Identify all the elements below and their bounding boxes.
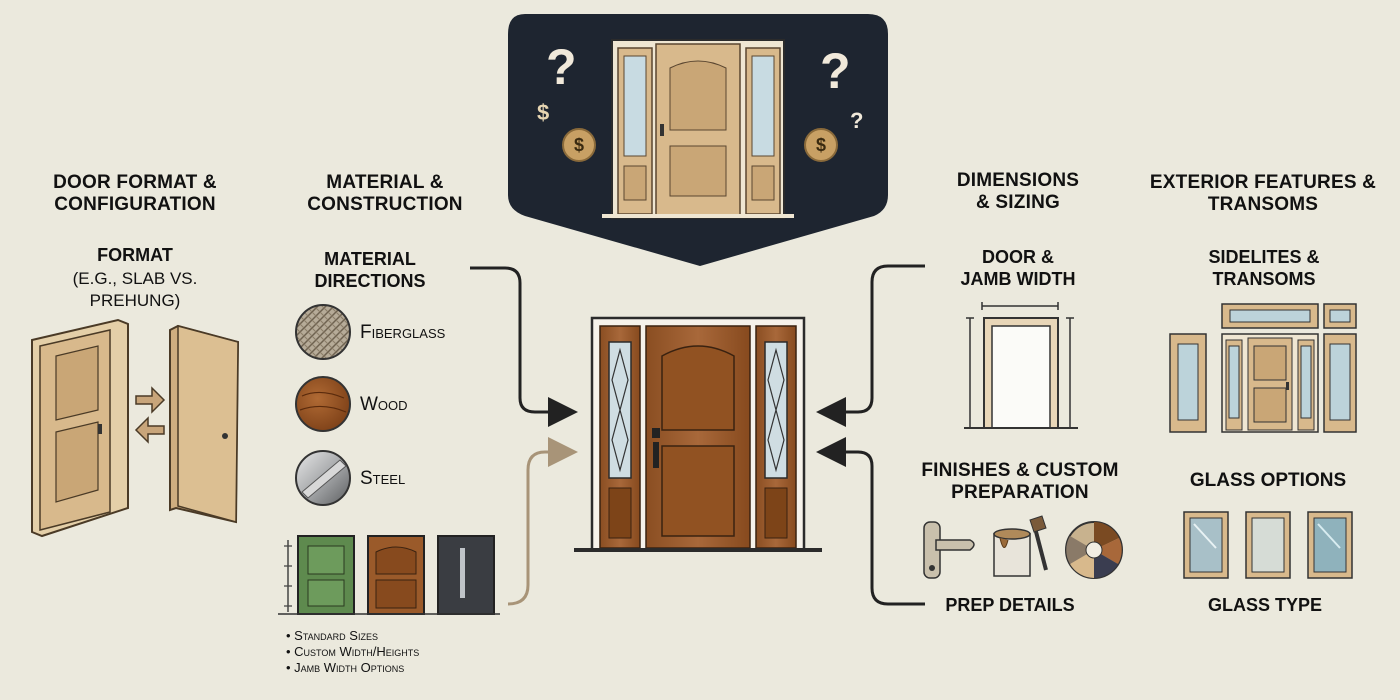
question-mark-icon: ? [820,43,851,99]
exterior-subtitle-line2: TRANSOMS [1212,269,1316,289]
glass-options-title: GLASS OPTIONS [1189,470,1347,491]
dimensions-subtitle-line2: JAMB WIDTH [960,269,1076,289]
glass-type-label: GLASS TYPE [1207,595,1323,615]
size-note-standard: • Standard Sizes [286,628,378,643]
format-subtitle: FORMAT [97,245,173,265]
exterior-title: EXTERIOR FEATURES & TRANSOMS [1138,172,1388,216]
finish-color-wheel-icon [1065,521,1123,579]
prep-details-label: PREP DETAILS [945,595,1075,615]
format-title: DOOR FORMAT & CONFIGURATION [30,172,240,216]
dimensions-subtitle-line1: DOOR & [982,247,1054,267]
dimensions-title-line2: & SIZING [976,192,1060,213]
format-title-line1: DOOR FORMAT & [53,172,217,193]
door-handle-icon [923,521,975,579]
format-title-line2: CONFIGURATION [54,194,216,215]
paint-can-icon [993,515,1048,577]
coin-icon: $ [562,128,596,162]
material-steel-label: Steel [360,468,406,489]
material-fiberglass-label: Fiberglass [360,322,446,343]
exterior-subtitle: SIDELITES & TRANSOMS [1174,246,1354,290]
material-subtitle-line1: MATERIAL [324,249,416,269]
exterior-title-line1: EXTERIOR FEATURES & [1149,172,1377,193]
dimensions-title: DIMENSIONS & SIZING [928,170,1108,214]
dimensions-title-line1: DIMENSIONS [956,170,1080,191]
size-note-custom: • Custom Width/Heights [286,644,420,659]
format-note-line1: (E.G., SLAB VS. [72,269,198,288]
banner-door [602,39,794,219]
material-title-line1: MATERIAL & [326,172,444,193]
material-title: MATERIAL & CONSTRUCTION [285,172,485,216]
exterior-title-line2: TRANSOMS [1207,194,1319,215]
finishes-title-line2: PREPARATION [951,482,1089,503]
format-note: (E.G., SLAB VS. PREHUNG) [30,268,240,312]
material-subtitle: MATERIAL DIRECTIONS [285,248,455,292]
material-title-line2: CONSTRUCTION [307,194,463,215]
finishes-title-line1: FINISHES & CUSTOM [921,460,1119,481]
material-wood-label: Wood [360,394,408,415]
material-subtitle-line2: DIRECTIONS [314,271,426,291]
exterior-subtitle-line1: SIDELITES & [1208,247,1320,267]
size-note-jamb: • Jamb Width Options [286,660,405,675]
dollar-sign-icon: $ [537,100,550,125]
dimensions-subtitle: DOOR & JAMB WIDTH [928,246,1108,290]
size-notes: • Standard Sizes • Custom Width/Heights … [286,628,506,676]
finishes-title: FINISHES & CUSTOM PREPARATION [910,460,1130,504]
format-note-line2: PREHUNG) [89,291,181,310]
coin-icon: $ [804,128,838,162]
fiberglass-swatch [295,304,351,360]
wood-swatch [295,376,351,432]
question-mark-icon: ? [546,39,577,95]
question-mark-icon: ? [850,108,864,133]
